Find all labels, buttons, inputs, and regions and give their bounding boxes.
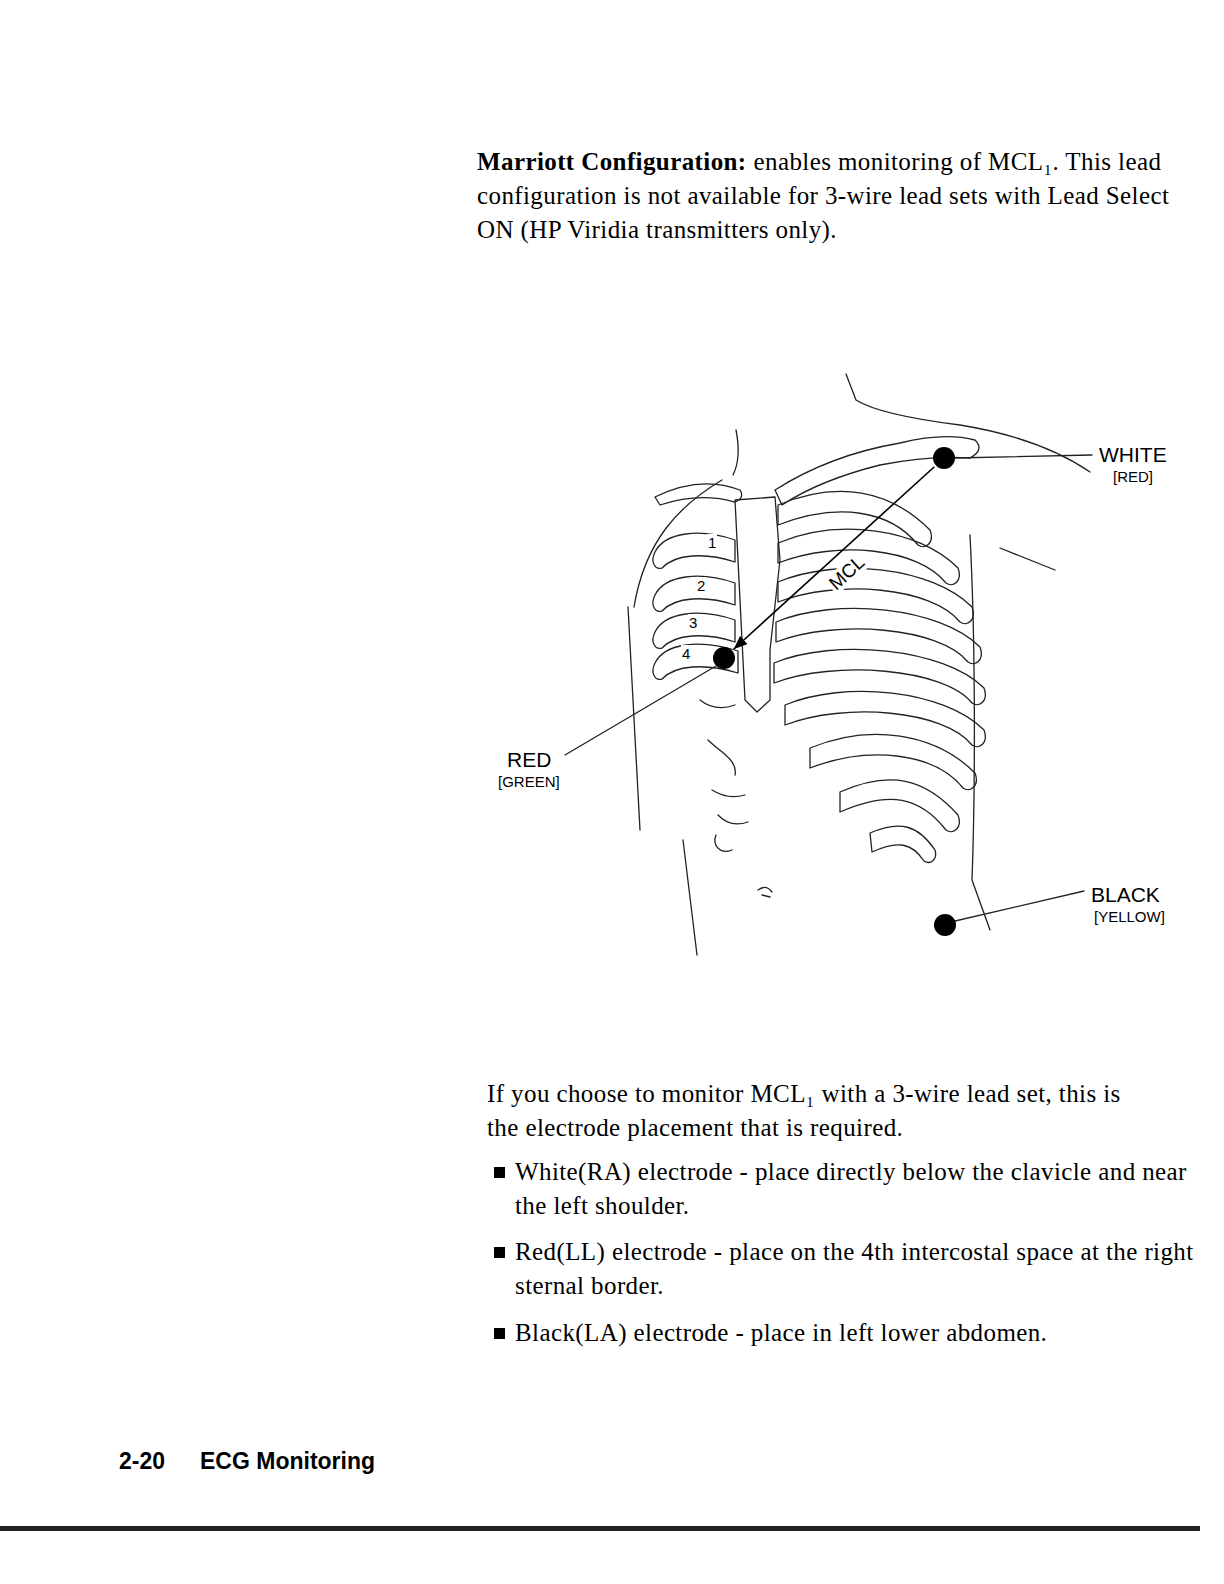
rib [785,691,985,746]
rib [653,533,735,568]
neck-line [733,430,738,475]
footer-section-title: ECG Monitoring [200,1446,375,1476]
wire-color: BLACK [1091,883,1165,907]
rib-fragment [712,790,745,797]
bullet-item: Black(LA) electrode - place in left lowe… [515,1316,1200,1350]
rib [653,644,738,679]
electrode-label: WHITE[RED] [1099,443,1167,486]
bullet-item: White(RA) electrode - place directly bel… [515,1155,1200,1223]
page-rule [0,1526,1200,1531]
label-holder: 4 [681,645,691,663]
leader-line [955,891,1084,921]
lead-vector [734,467,935,650]
rib [653,576,735,611]
rib-number: 3 [688,614,698,632]
arm-line [1000,548,1055,570]
alt-wire-color: [RED] [1113,467,1167,486]
body-line [683,840,697,955]
bullet-item: Red(LL) electrode - place on the 4th int… [515,1235,1200,1303]
clavicle [655,484,742,505]
rib [774,649,985,704]
leader-line [565,666,716,755]
leader-line [955,455,1092,458]
arm-line [628,607,640,830]
label-holder: ECG Monitoring [200,1446,375,1476]
rib [778,529,959,584]
alt-wire-color: [YELLOW] [1094,907,1165,926]
sternum [735,497,780,712]
label-holder: 2-20 [119,1446,165,1476]
label-holder: Red(LL) electrode - place on the 4th int… [515,1235,1200,1303]
rib-number: 2 [696,577,706,595]
bullet-square [494,1328,505,1339]
label-holder: Black(LA) electrode - place in left lowe… [515,1316,1200,1350]
electrode-label: BLACK[YELLOW] [1091,883,1165,926]
label-holder: 1 [707,534,717,552]
shoulder-line [634,480,722,607]
rib-number: 1 [707,534,717,552]
rib [840,780,959,832]
rib-fragment [718,815,748,824]
edge-label-holder: MCL [824,551,870,595]
rib-number: 4 [681,645,691,663]
clavicle [775,437,979,505]
label-holder: White(RA) electrode - place directly bel… [515,1155,1200,1223]
rib-fragment [708,740,735,775]
page-number: 2-20 [119,1446,165,1476]
bullet-square [494,1247,505,1258]
wire-color: RED [507,748,560,772]
electrode-dot: RED[GREEN] [713,647,735,669]
intro-paragraph: Marriott Configuration:enables monitorin… [477,145,1189,247]
rib-fragment [700,700,735,708]
label-holder: 3 [688,614,698,632]
body-line [970,535,990,930]
section-heading: Marriott Configuration: [477,148,747,175]
label-holder: 2 [696,577,706,595]
rib [810,734,976,789]
electrode-label: RED[GREEN] [498,748,560,791]
alt-wire-color: [GREEN] [498,772,560,791]
electrode-dot: BLACK[YELLOW] [934,914,956,936]
navel-mark [758,887,772,897]
rib [870,826,936,862]
wire-color: WHITE [1099,443,1167,467]
label-holder: If you choose to monitor MCL₁ with a 3-w… [487,1077,1147,1145]
rib [778,568,973,623]
bullet-square [494,1167,505,1178]
rib-fragment [715,835,732,851]
body-paragraph: If you choose to monitor MCL₁ with a 3-w… [487,1077,1147,1145]
intro-holder: Marriott Configuration:enables monitorin… [477,145,1189,247]
rib [776,608,981,663]
electrode-dot: WHITE[RED] [933,447,955,469]
rib [653,613,735,648]
lead-name: MCL [824,551,870,595]
